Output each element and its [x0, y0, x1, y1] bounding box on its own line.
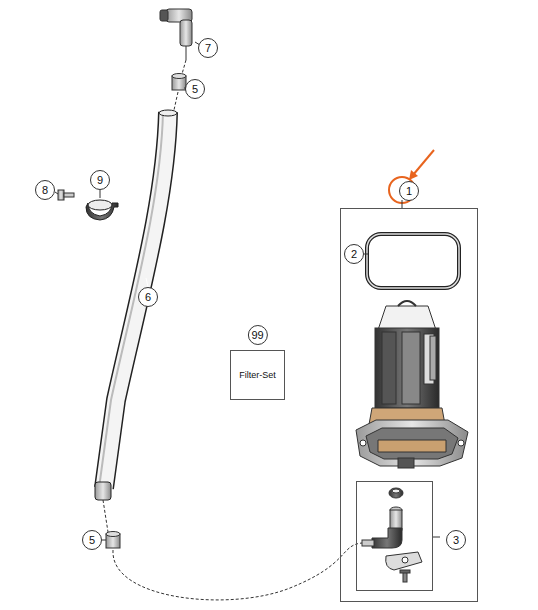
- callout-number: 2: [344, 244, 364, 264]
- callout-number: 8: [35, 180, 55, 200]
- leader-line: [432, 537, 440, 538]
- leader-line: [402, 200, 403, 208]
- part-group-box: 3: [356, 481, 433, 591]
- gasket: [367, 234, 459, 288]
- part-name: Filter-Set: [239, 370, 276, 380]
- hose-clamp: [86, 200, 118, 220]
- assembly-line: [113, 543, 362, 600]
- spacer: [146, 278, 148, 287]
- callout-number: 5: [82, 530, 102, 550]
- leader-line: [100, 190, 101, 198]
- assembly-line: [103, 500, 108, 532]
- assembly-line: [174, 92, 178, 110]
- callout-number: 3: [446, 530, 466, 550]
- hose-end: [159, 110, 177, 116]
- part-group-box: 13: [340, 208, 478, 602]
- callout-number: 7: [198, 38, 218, 58]
- leader-line: [55, 192, 58, 194]
- callout-number: 1: [399, 181, 419, 201]
- fuel-pump: [356, 301, 468, 468]
- outlet-fitting: [362, 488, 422, 582]
- callout-number: 99: [247, 325, 267, 345]
- assembly-line: [182, 60, 186, 74]
- elbow-connector: [160, 9, 192, 60]
- callout-number: 6: [138, 287, 158, 307]
- leader-line: [102, 540, 106, 541]
- hose-sleeve: [172, 74, 186, 91]
- fuel-hose: [99, 112, 168, 488]
- callout-number: 5: [185, 79, 205, 99]
- bolt: [58, 190, 74, 200]
- highlight-arrow: [413, 150, 434, 175]
- hose-end: [95, 482, 111, 500]
- part-group-box: 99Filter-Set: [230, 350, 285, 400]
- hose-sleeve: [106, 532, 120, 549]
- leader-line: [364, 254, 368, 255]
- callout-number: 9: [90, 170, 110, 190]
- highlight-arrowhead: [409, 170, 418, 180]
